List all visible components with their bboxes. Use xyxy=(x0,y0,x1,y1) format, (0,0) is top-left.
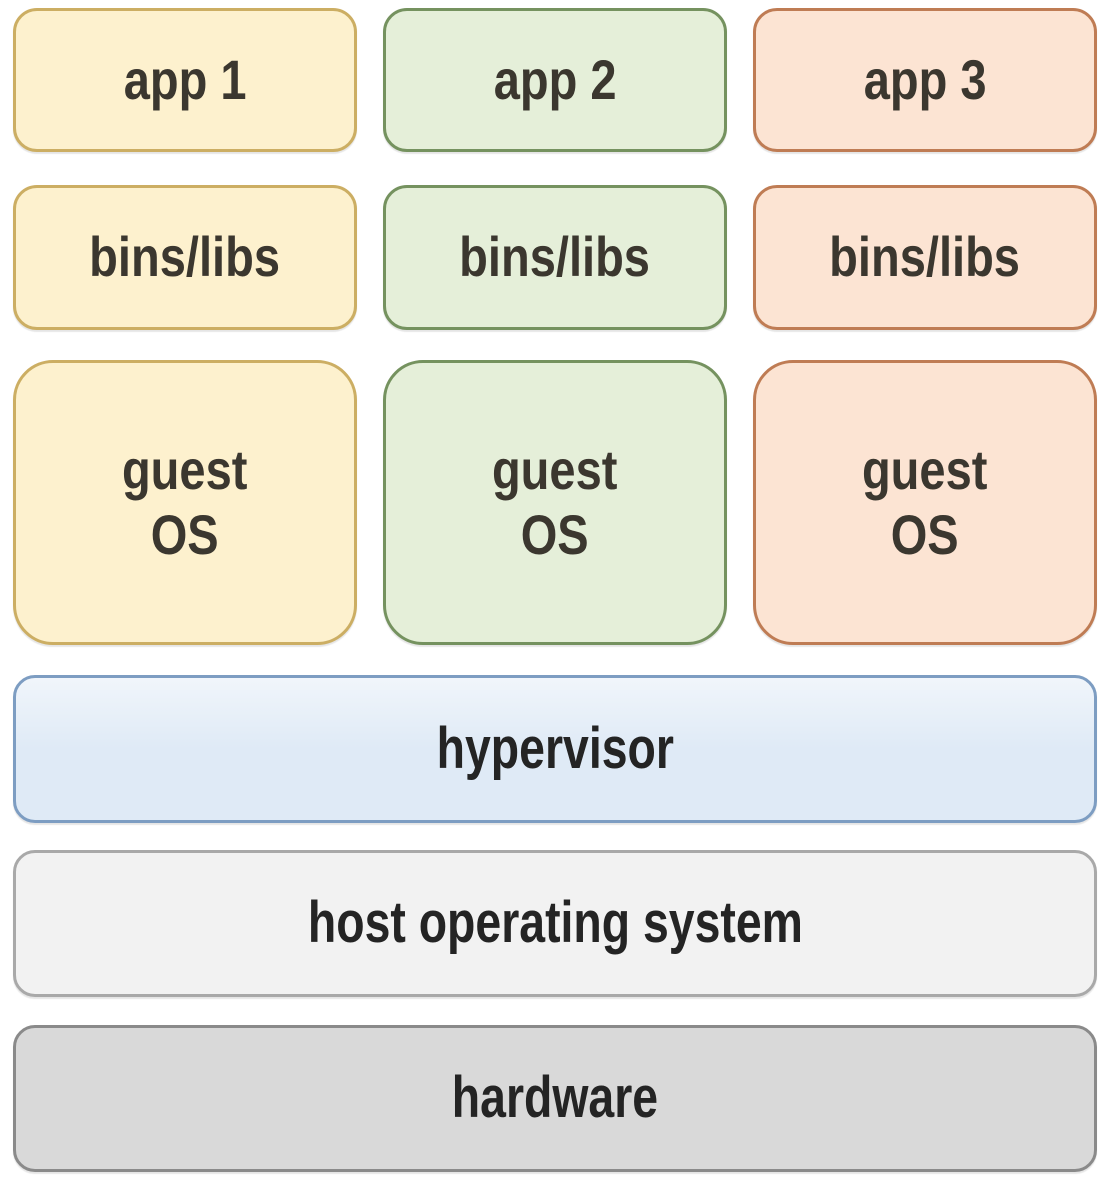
vm1-app-label: app 1 xyxy=(123,47,247,111)
vm1-guest-os-label: guest OS xyxy=(122,438,248,566)
guest-os-row: guest OS guest OS guest OS xyxy=(13,360,1097,675)
vm3-guest-os-box: guest OS xyxy=(753,360,1097,645)
vm3-bins-box: bins/libs xyxy=(753,185,1097,330)
hardware-bar: hardware xyxy=(13,1025,1097,1172)
vm2-bins-box: bins/libs xyxy=(383,185,727,330)
vm2-bins-label: bins/libs xyxy=(459,225,651,289)
vm2-guest-os-label: guest OS xyxy=(492,438,618,566)
vm3-guest-os-label: guest OS xyxy=(862,438,988,566)
vm3-app-box: app 3 xyxy=(753,8,1097,152)
vm1-guest-os-box: guest OS xyxy=(13,360,357,645)
host-os-bar: host operating system xyxy=(13,850,1097,997)
hypervisor-label: hypervisor xyxy=(436,715,674,781)
app-row: app 1 app 2 app 3 xyxy=(13,8,1097,185)
hardware-label: hardware xyxy=(451,1065,659,1131)
vm1-bins-label: bins/libs xyxy=(89,225,281,289)
vm3-app-label: app 3 xyxy=(863,47,987,111)
hypervisor-bar: hypervisor xyxy=(13,675,1097,823)
vm3-bins-label: bins/libs xyxy=(829,225,1021,289)
vm1-bins-box: bins/libs xyxy=(13,185,357,330)
bins-libs-row: bins/libs bins/libs bins/libs xyxy=(13,185,1097,360)
vm2-guest-os-box: guest OS xyxy=(383,360,727,645)
vm1-app-box: app 1 xyxy=(13,8,357,152)
vm2-app-label: app 2 xyxy=(493,47,617,111)
vm2-app-box: app 2 xyxy=(383,8,727,152)
host-os-label: host operating system xyxy=(307,890,803,956)
